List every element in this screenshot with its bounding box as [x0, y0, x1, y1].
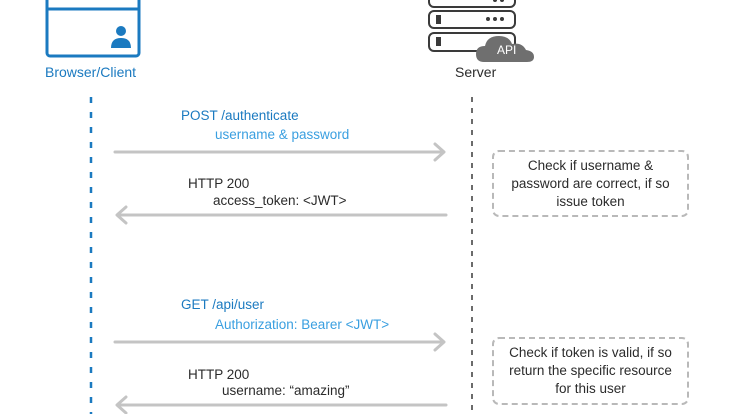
server-note-1: Check if username & password are correct…	[492, 150, 689, 217]
api-cloud-label: API	[497, 43, 517, 57]
request-2-method: GET /api/user	[181, 297, 265, 312]
response-arrow-1	[115, 205, 448, 225]
server-label: Server	[455, 64, 497, 80]
client-label: Browser/Client	[45, 64, 137, 80]
request-arrow-2	[113, 332, 446, 352]
request-1-payload: username & password	[215, 127, 350, 142]
response-arrow-2	[115, 395, 448, 414]
request-2-payload: Authorization: Bearer <JWT>	[215, 317, 390, 332]
api-cloud-icon	[476, 36, 534, 62]
response-2-status: HTTP 200	[188, 367, 250, 382]
request-arrow-1	[113, 142, 446, 162]
server-note-2: Check if token is valid, if so return th…	[492, 337, 689, 405]
response-2-body: username: “amazing”	[222, 383, 350, 398]
response-1-body: access_token: <JWT>	[213, 193, 347, 208]
user-icon	[111, 26, 131, 48]
request-1-method: POST /authenticate	[181, 108, 299, 123]
response-1-status: HTTP 200	[188, 176, 250, 191]
